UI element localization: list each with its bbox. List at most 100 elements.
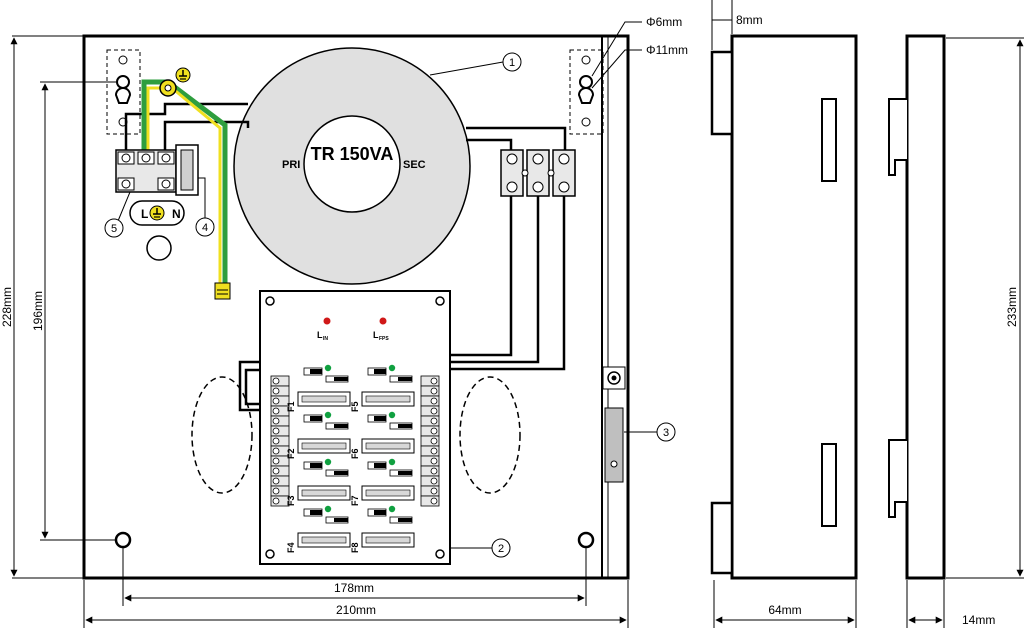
terminal-right <box>420 435 440 447</box>
battery-footprint-right <box>459 376 521 494</box>
terminal-right <box>420 465 440 477</box>
svg-text:196mm: 196mm <box>31 291 45 331</box>
fuse-f6: F6 <box>350 411 415 459</box>
cable-entry-hole <box>146 235 172 261</box>
callout-2 <box>491 538 511 558</box>
led-fps <box>379 317 387 325</box>
terminal-right <box>420 475 440 487</box>
terminal-left <box>270 375 290 387</box>
fuse-f7: F7 <box>350 458 415 506</box>
svg-text:IN: IN <box>323 336 328 342</box>
fuse-f5: F5 <box>350 364 415 412</box>
fuse-label: F6 <box>350 448 360 459</box>
terminal-left <box>270 435 290 447</box>
svg-text:210mm: 210mm <box>336 603 376 617</box>
svg-text:L: L <box>317 330 323 340</box>
fuse-f8: F8 <box>350 505 415 553</box>
fuse-label: F3 <box>286 495 296 506</box>
front-view: TR 150VA PRI SEC <box>82 34 630 580</box>
svg-text:Φ6mm: Φ6mm <box>646 15 682 29</box>
terminal-left <box>270 445 290 457</box>
secondary-wiring <box>238 126 567 412</box>
battery-footprint-left <box>191 376 253 494</box>
side-tab-dim: 8mm <box>736 13 763 27</box>
fuse-f4: F4 <box>286 505 351 553</box>
terminal-left <box>270 415 290 427</box>
profile-dimension-lines <box>906 37 1024 628</box>
terminal-right <box>420 485 440 497</box>
terminal-right <box>420 415 440 427</box>
terminal-left <box>270 475 290 487</box>
svg-text:FPS: FPS <box>379 336 389 342</box>
profile-height-dim: 233mm <box>1005 287 1019 327</box>
earth-symbol-icon <box>175 67 191 83</box>
svg-text:N: N <box>172 207 181 221</box>
svg-text:1: 1 <box>509 57 515 69</box>
fuse-f3: F3 <box>286 458 351 506</box>
fuse-f2: F2 <box>286 411 351 459</box>
terminal-left <box>270 385 290 397</box>
fuse-label: F8 <box>350 542 360 553</box>
transformer-sec: SEC <box>403 159 426 171</box>
fuse-label: F1 <box>286 401 296 412</box>
terminal-right <box>420 405 440 417</box>
secondary-terminals <box>500 149 576 197</box>
svg-text:2: 2 <box>498 543 504 555</box>
svg-text:4: 4 <box>202 222 208 234</box>
fuse-f1: F1 <box>286 364 351 412</box>
transformer-label: TR 150VA <box>311 144 394 164</box>
side-view <box>710 34 858 580</box>
terminal-left <box>270 395 290 407</box>
terminal-right <box>420 455 440 467</box>
side-dimension-lines <box>711 0 857 628</box>
mount-hole-right <box>577 531 595 549</box>
fuse-label: F4 <box>286 542 296 553</box>
earth-lug <box>159 79 231 300</box>
board-terminals <box>270 375 440 507</box>
terminal-left <box>270 425 290 437</box>
fuse-label: F2 <box>286 448 296 459</box>
profile-view <box>888 34 946 580</box>
transformer-inner <box>303 115 401 213</box>
callout-3 <box>656 422 676 442</box>
mains-terminal-block <box>115 144 199 196</box>
mains-ln-label: L N <box>129 200 185 226</box>
terminal-right <box>420 445 440 457</box>
led-in <box>323 317 331 325</box>
terminal-left <box>270 485 290 497</box>
callout-4 <box>195 217 215 237</box>
svg-text:Φ11mm: Φ11mm <box>646 43 688 57</box>
svg-text:L: L <box>141 207 148 221</box>
transformer-pri: PRI <box>282 159 300 171</box>
fuse-label: F7 <box>350 495 360 506</box>
terminal-right <box>420 425 440 437</box>
svg-text:5: 5 <box>111 223 117 235</box>
terminal-left <box>270 495 290 507</box>
callout-5 <box>104 218 124 238</box>
callouts: 1 2 3 4 5 <box>104 52 676 558</box>
svg-text:L: L <box>373 330 379 340</box>
fuse-label: F5 <box>350 401 360 412</box>
earth-wire <box>141 79 228 285</box>
tamper-switch <box>602 366 626 483</box>
transformer: TR 150VA PRI SEC <box>233 47 471 285</box>
dimension-lines <box>10 21 642 628</box>
svg-text:3: 3 <box>663 427 669 439</box>
keyhole-right <box>569 49 604 135</box>
dimension-labels: 228mm 196mm 178mm 210mm Φ6mm Φ11mm <box>0 15 688 617</box>
keyhole-left <box>106 49 141 135</box>
terminal-left <box>270 465 290 477</box>
mount-hole-left <box>114 531 132 549</box>
terminal-right <box>420 375 440 387</box>
profile-width-dim: 14mm <box>962 613 995 627</box>
terminal-right <box>420 385 440 397</box>
svg-text:178mm: 178mm <box>334 581 374 595</box>
terminal-right <box>420 395 440 407</box>
side-width-dim: 64mm <box>768 603 801 617</box>
terminal-right <box>420 495 440 507</box>
callout-1 <box>502 52 522 72</box>
svg-text:228mm: 228mm <box>0 287 14 327</box>
